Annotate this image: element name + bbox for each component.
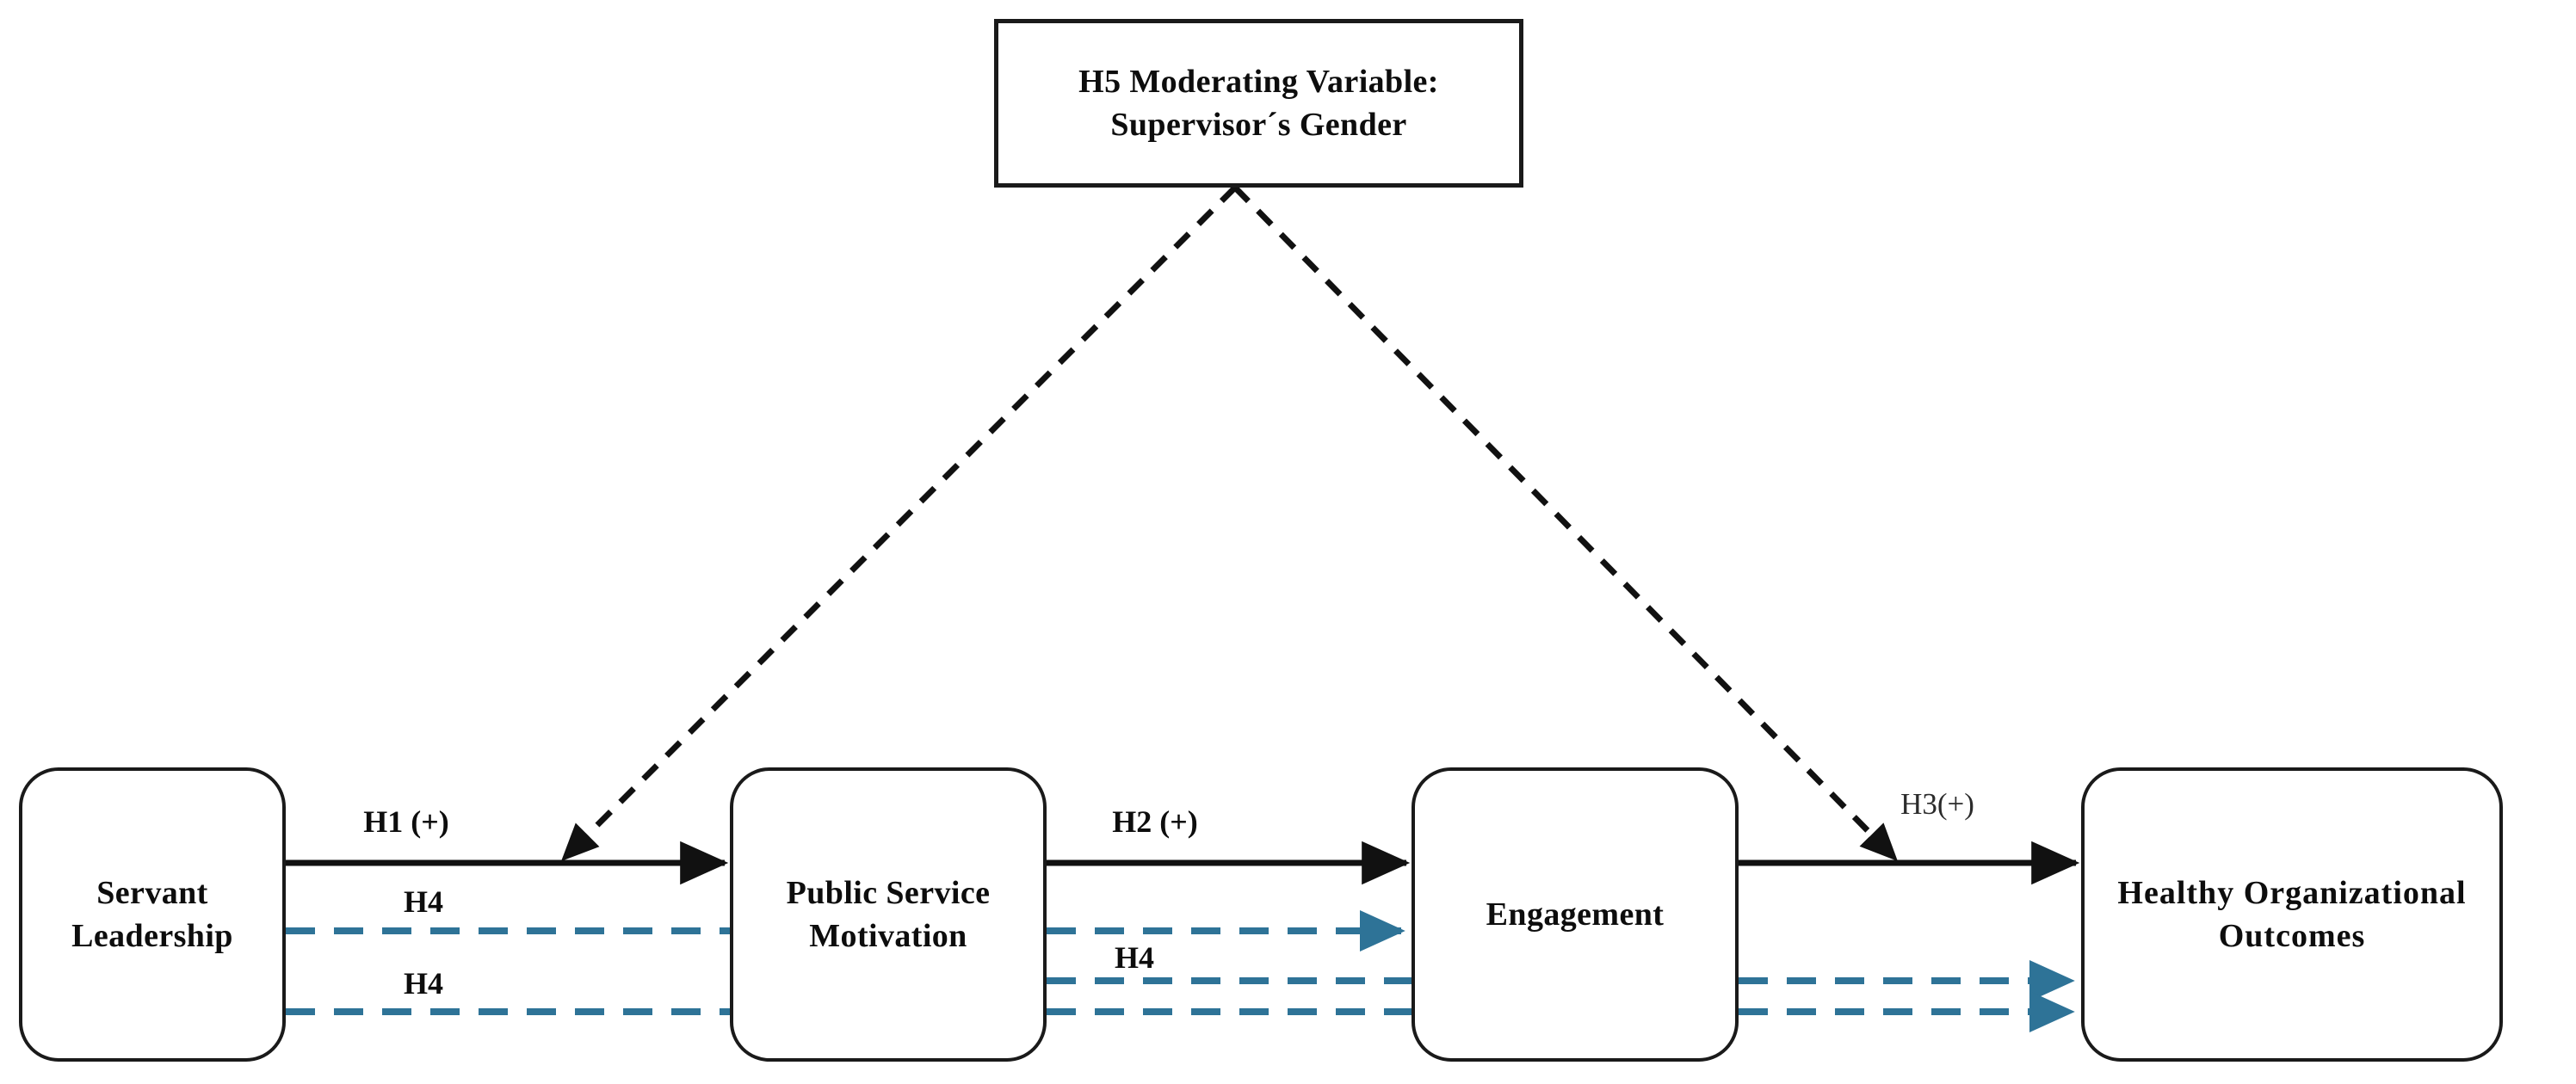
public-service-motivation-box[interactable]: Public Service Motivation [730, 767, 1047, 1062]
edge-moderator-to-h1-path [561, 185, 1238, 861]
moderator-box-label: H5 Moderating Variable: Supervisor´s Gen… [1078, 63, 1439, 143]
healthy-organizational-outcomes-label: Healthy Organizational Outcomes [2117, 874, 2467, 954]
hypothesis-label-h4-a: H4 [403, 884, 444, 919]
edge-moderator-to-h3-path [1232, 185, 1898, 861]
engagement-label: Engagement [1486, 896, 1665, 933]
hypothesis-label-h1: H1 (+) [363, 804, 449, 839]
hypothesis-label-h4-b: H4 [403, 966, 444, 1001]
healthy-organizational-outcomes-box[interactable]: Healthy Organizational Outcomes [2081, 767, 2503, 1062]
servant-leadership-label: Servant Leadership [71, 874, 233, 954]
public-service-motivation-label: Public Service Motivation [786, 874, 991, 954]
moderator-box[interactable]: H5 Moderating Variable: Supervisor´s Gen… [994, 19, 1523, 188]
hypothesis-label-h4-c: H4 [1114, 940, 1155, 975]
mediation-path-group [286, 910, 2075, 1032]
hypothesis-label-h3: H3(+) [1900, 787, 1974, 821]
servant-leadership-box[interactable]: Servant Leadership [19, 767, 286, 1062]
hypothesis-label-h2: H2 (+) [1112, 804, 1198, 839]
engagement-box[interactable]: Engagement [1412, 767, 1739, 1062]
moderator-path-group [561, 185, 1898, 861]
